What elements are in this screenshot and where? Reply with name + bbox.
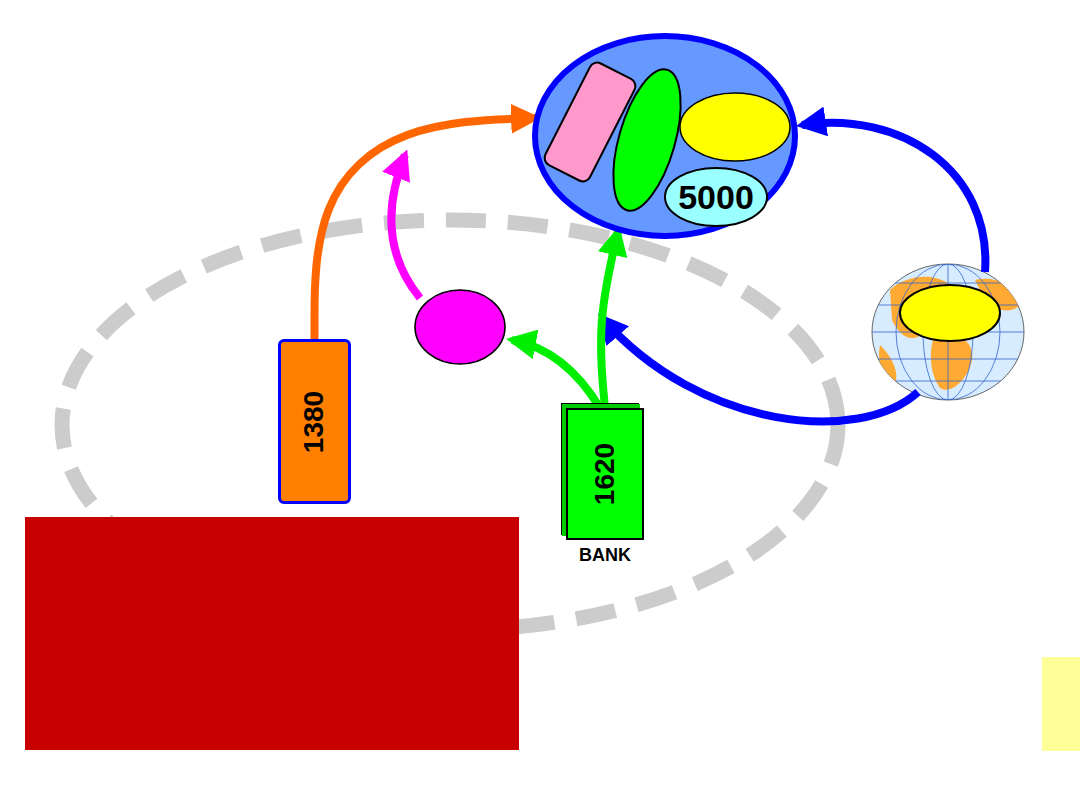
- blue-arrow: [602, 318, 918, 421]
- magenta-circle: [415, 290, 505, 364]
- bank-label: BANK: [579, 546, 631, 564]
- globe: [872, 264, 1024, 400]
- callout-number: 1380: [300, 390, 328, 452]
- orange-arrow: [315, 118, 536, 339]
- bank-box: 1620: [566, 408, 644, 540]
- callout-number: 1620: [591, 443, 619, 505]
- green-arrow: [512, 340, 600, 408]
- red-panel: [25, 517, 519, 750]
- magenta-arrow: [391, 155, 420, 298]
- blue-arrow: [802, 123, 985, 272]
- yellow-tab: [1042, 657, 1080, 751]
- amount-ellipse: 5000: [664, 167, 768, 227]
- system-oval: 5000: [532, 33, 798, 239]
- orange-box: 1380: [278, 339, 351, 504]
- green-arrow: [601, 231, 618, 408]
- amount-number: 5000: [678, 180, 754, 214]
- bank-stack: 1620BANK: [566, 408, 644, 564]
